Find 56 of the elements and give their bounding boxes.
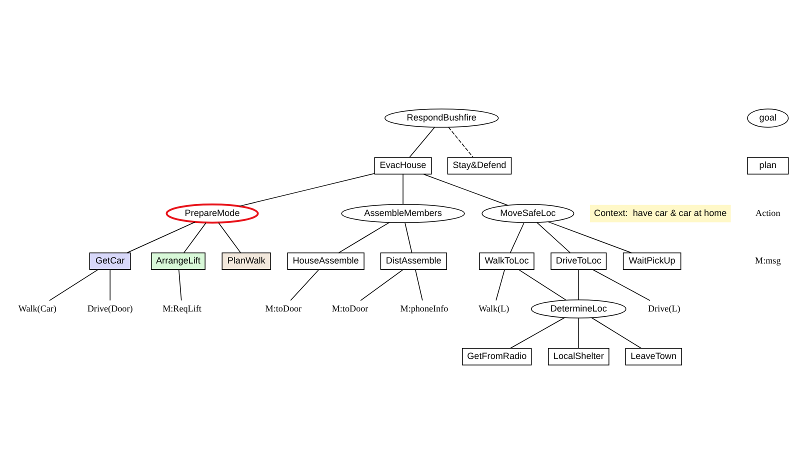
connector	[178, 268, 182, 300]
connector	[578, 317, 580, 348]
node-ellipse: RespondBushfire	[384, 108, 499, 128]
node-box: LeaveTown	[625, 347, 682, 365]
connector	[402, 173, 404, 204]
connector	[126, 221, 196, 253]
legend-label: Action	[756, 207, 780, 218]
node-text: Walk(L)	[478, 302, 510, 313]
connector	[415, 268, 423, 300]
connector	[548, 220, 632, 253]
node-text: M:phoneInfo	[400, 302, 448, 313]
node-box: DriveToLoc	[550, 252, 607, 270]
legend-label: plan	[759, 160, 776, 170]
node-box: GetFromRadio	[462, 347, 532, 365]
node-box: HouseAssemble	[287, 252, 364, 270]
node-box: Context: have car & car at home	[590, 204, 731, 222]
connector	[578, 268, 580, 300]
connector	[510, 222, 524, 253]
node-box: LocalShelter	[548, 347, 610, 365]
legend-label: M:msg	[755, 255, 781, 266]
connector	[510, 316, 565, 348]
connector	[591, 316, 642, 348]
connector	[536, 222, 571, 253]
node-box: GetCar	[89, 252, 131, 270]
node-box: EvacHouse	[374, 156, 432, 174]
node-box: WaitPickUp	[622, 252, 682, 270]
connector	[218, 222, 241, 253]
connector	[448, 126, 474, 158]
node-ellipse: MoveSafeLoc	[482, 204, 574, 223]
node-box: PlanWalk	[222, 252, 271, 270]
node-text: Drive(Door)	[87, 302, 133, 313]
node-ellipse: AssembleMembers	[341, 204, 465, 223]
connector	[239, 172, 375, 206]
connector	[423, 173, 508, 206]
connector	[518, 268, 566, 300]
connector	[592, 268, 650, 300]
connector	[290, 268, 320, 300]
connector	[49, 268, 98, 300]
connector	[338, 222, 390, 253]
node-box: DistAssemble	[380, 252, 447, 270]
node-box: Stay&Defend	[447, 156, 512, 174]
node-ellipse: DetermineLoc	[531, 298, 626, 318]
node-text: Drive(L)	[648, 302, 680, 313]
node-box: WalkToLoc	[479, 252, 534, 270]
connector	[496, 268, 505, 300]
node-ellipse: PrepareMode	[166, 202, 259, 224]
node-text: M:ReqLift	[162, 302, 202, 313]
legend-label: goal	[759, 112, 776, 122]
connector	[360, 268, 404, 300]
connector	[184, 222, 206, 253]
connector	[404, 222, 412, 253]
node-box: ArrangeLift	[150, 252, 206, 270]
connector	[409, 126, 435, 158]
node-text: Walk(Car)	[18, 302, 56, 313]
node-text: M:toDoor	[332, 302, 368, 313]
node-text: M:toDoor	[265, 302, 302, 313]
